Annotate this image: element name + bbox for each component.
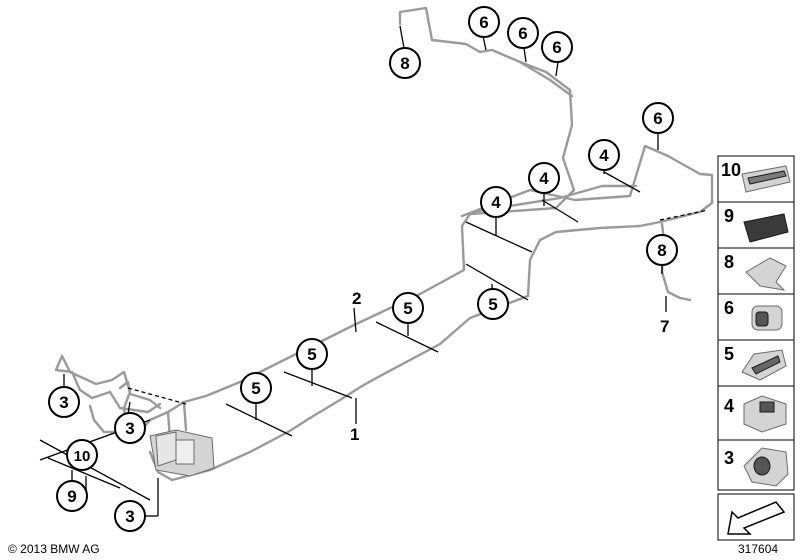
svg-text:9: 9	[67, 487, 76, 506]
direction-arrow-icon	[727, 501, 786, 535]
svg-text:4: 4	[491, 193, 501, 212]
callout-3-c: 3	[114, 500, 146, 532]
svg-text:5: 5	[307, 345, 316, 364]
part-4-icon	[743, 395, 787, 433]
callout-6-d: 6	[642, 102, 674, 134]
svg-text:5: 5	[488, 295, 497, 314]
part-8-icon	[745, 257, 787, 291]
part-10-icon	[741, 165, 791, 193]
svg-text:4: 4	[539, 169, 549, 188]
hose-dashes	[127, 209, 709, 405]
callout-9: 9	[56, 480, 88, 512]
callout-3-a: 3	[48, 386, 80, 418]
callout-4-a: 4	[588, 139, 620, 171]
label-line-1: 1	[350, 425, 359, 444]
svg-text:3: 3	[59, 393, 68, 412]
legend: 10 9 8 6 5 4	[717, 155, 795, 541]
pipe-bundle	[54, 6, 714, 482]
svg-text:10: 10	[74, 448, 91, 465]
part-9-icon	[743, 213, 789, 243]
copyright-text: © 2013 BMW AG	[8, 542, 100, 556]
svg-text:3: 3	[125, 507, 134, 526]
callout-6-a: 6	[468, 6, 500, 38]
legend-num-8: 8	[724, 252, 734, 272]
svg-text:3: 3	[125, 419, 134, 438]
callout-5-b: 5	[477, 288, 509, 320]
callout-4-b: 4	[528, 162, 560, 194]
part-6-icon	[751, 305, 783, 331]
svg-text:8: 8	[400, 54, 409, 73]
svg-text:6: 6	[479, 13, 488, 32]
svg-text:6: 6	[552, 38, 561, 57]
callout-6-b: 6	[507, 17, 539, 49]
part-3-icon	[743, 447, 789, 487]
callout-4-c: 4	[480, 186, 512, 218]
label-line-7: 7	[660, 317, 669, 336]
callout-8-right: 8	[646, 234, 678, 266]
label-line-2: 2	[352, 289, 361, 308]
abs-module	[149, 429, 215, 477]
drawing-number: 317604	[738, 542, 779, 556]
svg-text:5: 5	[403, 299, 412, 318]
callout-6-c: 6	[541, 31, 573, 63]
callout-5-a: 5	[392, 292, 424, 324]
callout-8-top: 8	[389, 47, 421, 79]
legend-num-4: 4	[724, 396, 734, 416]
callout-10: 10	[66, 439, 98, 471]
svg-text:8: 8	[657, 241, 666, 260]
legend-num-5: 5	[724, 344, 734, 364]
svg-text:6: 6	[653, 109, 662, 128]
legend-num-3: 3	[724, 448, 734, 468]
svg-text:5: 5	[251, 379, 260, 398]
callout-5-d: 5	[240, 372, 272, 404]
svg-text:4: 4	[599, 146, 609, 165]
legend-num-9: 9	[724, 206, 734, 226]
callout-5-c: 5	[296, 338, 328, 370]
part-5-icon	[741, 349, 787, 381]
legend-num-10: 10	[721, 160, 741, 180]
clip-marks	[39, 171, 641, 501]
svg-text:6: 6	[518, 24, 527, 43]
legend-num-6: 6	[724, 298, 734, 318]
callout-3-b: 3	[114, 412, 146, 444]
